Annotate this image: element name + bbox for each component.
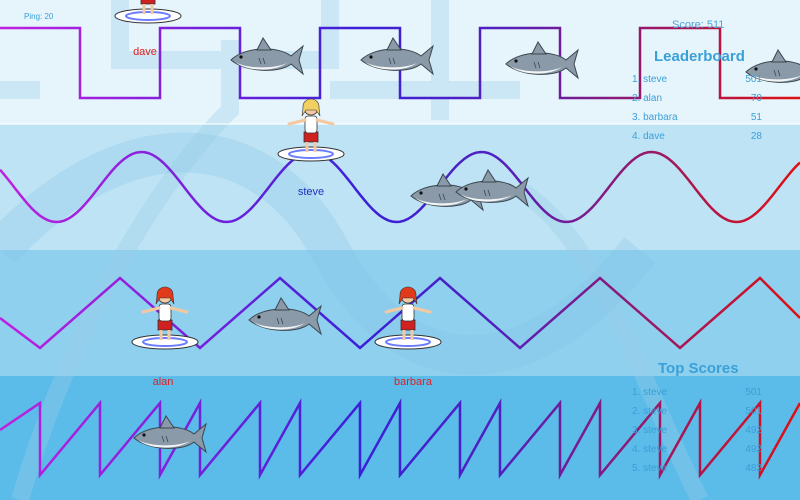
sawtooth-wave [0, 398, 800, 480]
shark-icon [248, 297, 322, 336]
leaderboard-score: 51 [750, 112, 762, 123]
top-score-value: 482 [745, 463, 762, 474]
top-score-row: 4. steve 492 [632, 444, 762, 458]
player-label-steve: steve [297, 186, 325, 198]
surfer-icon [131, 286, 199, 350]
top-score-value: 492 [745, 425, 762, 436]
top-score-value: 501 [745, 406, 762, 417]
top-score-name: 2. steve [632, 406, 668, 417]
leaderboard-row: 2. alan 70 [632, 93, 762, 107]
top-score-name: 4. steve [632, 444, 668, 455]
leaderboard-row: 3. barbara 51 [632, 112, 762, 126]
top-score-name: 1. steve [632, 387, 668, 398]
player-label-alan: alan [152, 376, 174, 388]
surfer-icon [114, 0, 182, 24]
triangle-wave [0, 276, 800, 350]
player-label-barbara: barbara [394, 376, 432, 388]
leaderboard-score: 501 [745, 74, 762, 85]
shark-icon [230, 37, 304, 76]
shark-icon [745, 49, 800, 83]
score-readout: Score: 511 [672, 19, 725, 31]
top-score-name: 3. steve [632, 425, 668, 436]
top-score-value: 501 [745, 387, 762, 398]
shark-icon [505, 41, 579, 80]
leaderboard-row: 1. steve 501 [632, 74, 762, 88]
top-scores-title: Top Scores [658, 360, 739, 377]
leaderboard-score: 70 [750, 93, 762, 104]
surfer-icon [374, 286, 442, 350]
player-label-dave: dave [133, 46, 157, 58]
leaderboard-name: 2. alan [632, 93, 663, 104]
leaderboard-name: 1. steve [632, 74, 668, 85]
shark-icon [455, 169, 529, 208]
leaderboard-score: 28 [750, 131, 762, 142]
top-score-name: 5. steve [632, 463, 668, 474]
leaderboard-title: Leaderboard [654, 48, 745, 65]
leaderboard-name: 3. barbara [632, 112, 678, 123]
top-score-row: 2. steve 501 [632, 406, 762, 420]
ping-readout: Ping: 20 [24, 12, 54, 21]
water-band-1 [0, 124, 800, 250]
top-score-value: 492 [745, 444, 762, 455]
top-score-row: 1. steve 501 [632, 387, 762, 401]
shark-icon [133, 415, 207, 454]
leaderboard-row: 4. dave 28 [632, 131, 762, 145]
surfer-icon [277, 98, 345, 162]
top-score-row: 5. steve 482 [632, 463, 762, 477]
shark-icon [360, 37, 434, 76]
top-score-row: 3. steve 492 [632, 425, 762, 439]
sine-wave [0, 150, 800, 224]
leaderboard-name: 4. dave [632, 131, 665, 142]
